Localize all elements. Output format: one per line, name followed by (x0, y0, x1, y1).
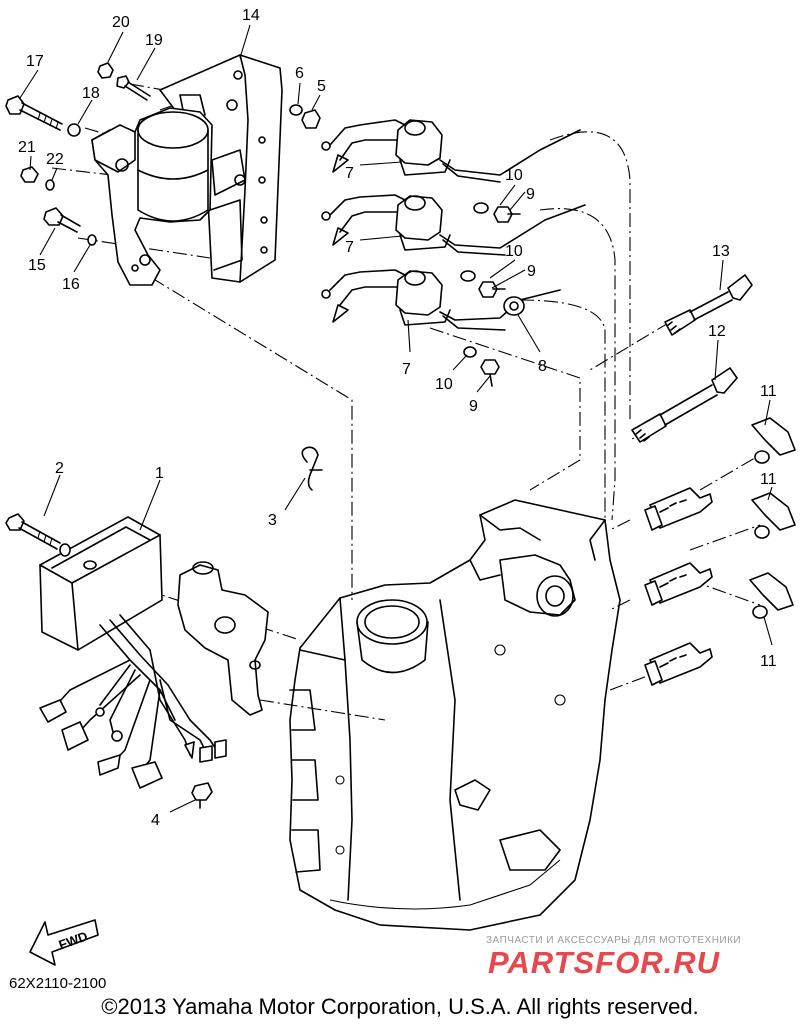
bolt-15 (43, 207, 81, 233)
screw-5 (301, 109, 321, 129)
callout-20: 20 (112, 14, 130, 31)
callout-14: 14 (242, 7, 260, 24)
washer-18 (67, 123, 81, 137)
callout-1: 1 (155, 465, 164, 482)
callout-12: 12 (708, 323, 726, 340)
screw-21 (20, 166, 39, 183)
washer-10-a (473, 202, 489, 214)
ignition-coil-3 (321, 269, 561, 331)
nut-20 (97, 62, 114, 79)
callout-11-c: 11 (760, 653, 777, 670)
cord-cap-12 (631, 367, 738, 443)
bolt-17 (5, 95, 63, 131)
callout-8: 8 (538, 358, 547, 375)
screw-4 (191, 782, 213, 809)
grommet (503, 296, 525, 316)
spark-plug-cap-2 (751, 492, 796, 539)
cdi-wire-harness (39, 614, 227, 789)
callout-7-b: 7 (345, 239, 354, 256)
ignition-coil-1 (321, 119, 581, 183)
washer-16 (87, 234, 97, 246)
callout-7-a: 7 (345, 165, 354, 182)
callout-3: 3 (268, 512, 277, 529)
spark-plug-2 (644, 562, 713, 606)
callout-10-b: 10 (505, 243, 523, 260)
callout-5: 5 (317, 78, 326, 95)
watermark-tagline: ЗАПЧАСТИ И АКСЕССУАРЫ ДЛЯ МОТОТЕХНИКИ (486, 935, 742, 946)
callout-19: 19 (145, 32, 163, 49)
callout-21: 21 (18, 139, 36, 156)
washer-10-c (463, 346, 477, 358)
washer-10-b (460, 270, 476, 282)
callout-15: 15 (28, 257, 46, 274)
screw-9-c (480, 359, 500, 387)
callout-2: 2 (55, 460, 64, 477)
spark-plug-1 (644, 487, 713, 531)
mounting-bracket-center (177, 561, 269, 716)
copyright-notice: ©2013 Yamaha Motor Corporation, U.S.A. A… (101, 994, 699, 1019)
spark-plug-3 (644, 642, 713, 686)
callout-13: 13 (712, 243, 730, 260)
washer-6 (289, 104, 303, 116)
cdi-unit (39, 516, 163, 651)
watermark-brand: PARTSFOR.RU (488, 945, 721, 980)
callout-9-b: 9 (527, 263, 536, 280)
washer-22 (45, 179, 55, 191)
callout-18: 18 (82, 85, 100, 102)
callout-9-c: 9 (469, 398, 478, 415)
callout-numbers: 1 2 3 4 5 6 7 7 7 8 9 9 9 10 10 10 11 11… (18, 7, 777, 829)
screw-9-a (493, 206, 521, 223)
ignition-coil-2 (321, 194, 586, 256)
callout-11-a: 11 (760, 383, 777, 400)
callout-16: 16 (62, 276, 80, 293)
cord-cap-13 (664, 274, 753, 336)
bolt-2 (5, 513, 71, 557)
spark-plug-cap-1 (751, 417, 796, 464)
bolt-19 (116, 75, 151, 101)
clamp-3 (301, 446, 323, 491)
screw-9-b (478, 281, 506, 298)
diagram-code: 62X2110-2100 (9, 975, 107, 992)
engine-block (289, 499, 621, 931)
callout-11-b: 11 (760, 471, 777, 488)
callout-10-a: 10 (505, 167, 523, 184)
callout-9-a: 9 (526, 186, 535, 203)
callout-22: 22 (46, 151, 64, 168)
spark-plug-cap-3 (749, 572, 794, 619)
callout-17: 17 (26, 53, 44, 70)
callout-4: 4 (151, 812, 160, 829)
callout-6: 6 (295, 65, 304, 82)
coil-holder-bracket (91, 107, 213, 286)
callout-10-c: 10 (435, 376, 453, 393)
callout-7-c: 7 (402, 361, 411, 378)
fwd-arrow: FWD (29, 919, 99, 966)
callout-leaders (19, 24, 773, 813)
